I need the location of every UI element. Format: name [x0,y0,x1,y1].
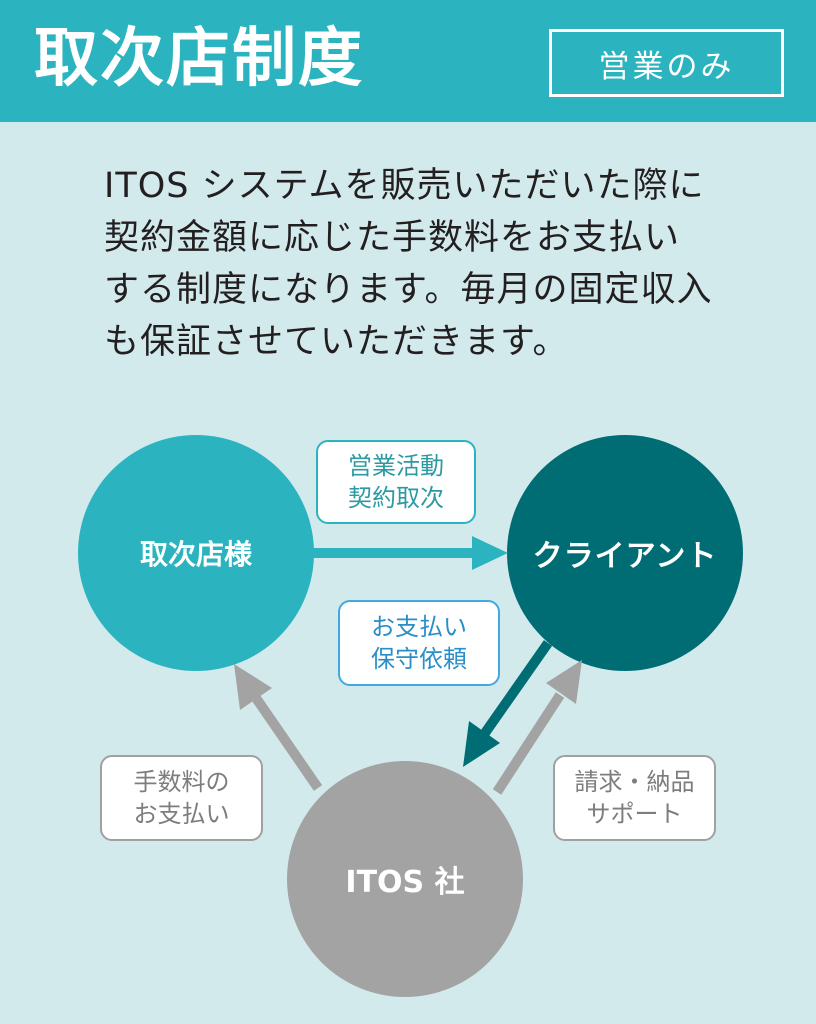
header-bar: 取次店制度 営業のみ [0,0,816,122]
intro-line: 契約金額に応じた手数料をお支払い [104,218,681,258]
payment-arrow [463,640,553,767]
billing-support-box: 請求・納品 サポート [553,755,716,841]
sales-arrow [312,536,508,570]
box-line: 手数料の [133,768,230,796]
box-line: 契約取次 [348,484,444,512]
billing-arrow [492,660,582,795]
agency-node-circle [78,435,314,671]
page-title: 取次店制度 [34,22,364,96]
box-line: お支払い [133,800,230,828]
sales-activity-box: 営業活動 契約取次 [316,440,476,524]
itos-node-label: ITOS 社 [345,865,465,900]
client-node-circle [507,435,743,671]
box-line: 営業活動 [348,452,444,480]
box-line: お支払い [371,613,467,641]
intro-line: する制度になります。毎月の固定収入 [104,270,713,310]
intro-line: ITOS システムを販売いただいた際に [104,166,705,206]
sales-only-badge: 営業のみ [549,29,784,97]
intro-line: も保証させていただきます。 [104,322,569,362]
itos-node-circle [287,761,523,997]
fee-payment-box: 手数料の お支払い [100,755,263,841]
box-line: 請求・納品 [574,768,695,796]
fee-arrow [234,664,323,791]
agency-node-label: 取次店様 [139,538,253,571]
box-line: サポート [586,800,683,828]
intro-text: ITOS システムを販売いただいた際に 契約金額に応じた手数料をお支払い する制… [104,160,744,368]
payment-maintenance-box: お支払い 保守依頼 [338,600,500,686]
client-node-label: クライアント [532,539,718,574]
box-line: 保守依頼 [371,645,467,673]
